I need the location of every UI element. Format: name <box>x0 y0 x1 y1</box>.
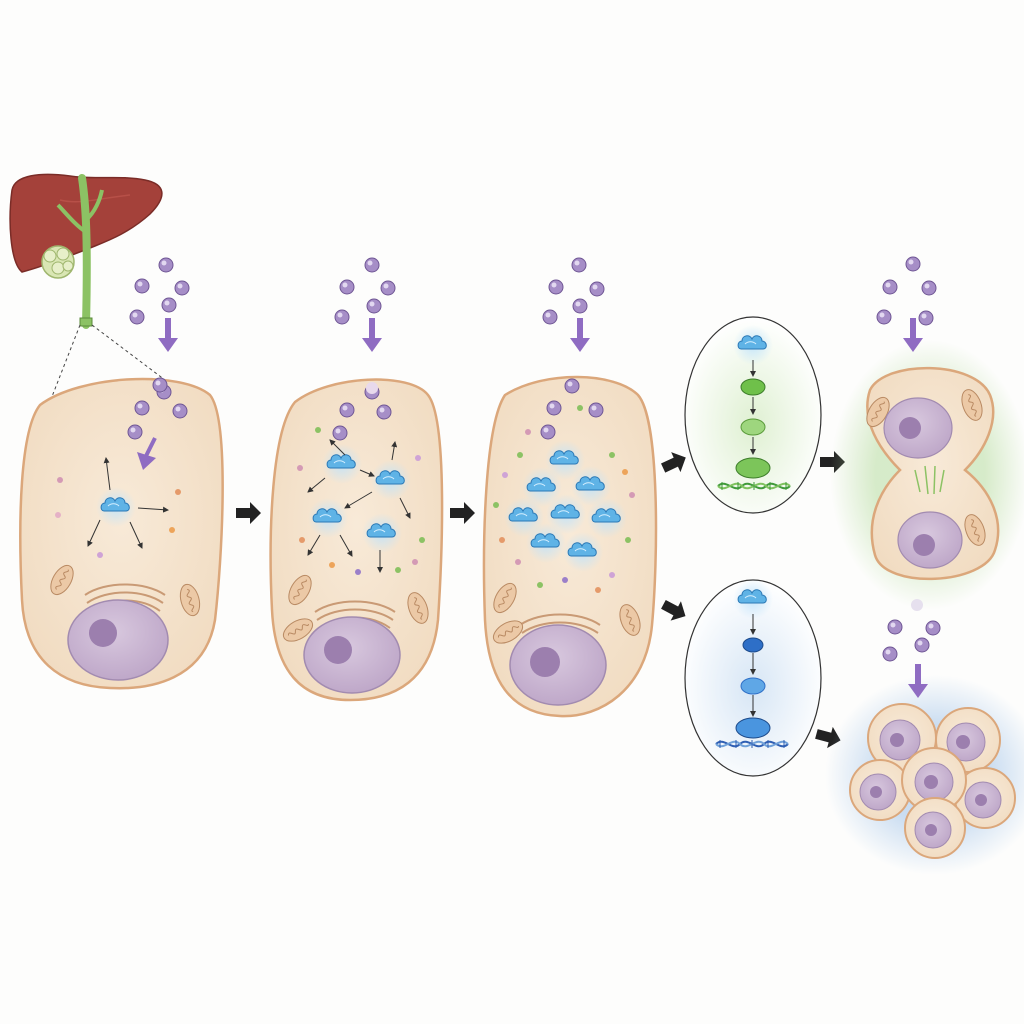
dna-helix-icon <box>717 482 791 490</box>
branch-arrow-lower <box>658 594 691 626</box>
dna-helix-icon <box>715 740 789 748</box>
cell-stage-3 <box>482 375 658 718</box>
ligand-molecule-icon <box>334 257 396 325</box>
cell-stage-1 <box>19 377 224 690</box>
cluster-cell <box>901 747 967 813</box>
ligand-molecule-icon <box>542 257 605 325</box>
cell-cluster <box>825 675 1024 875</box>
nucleus <box>303 616 401 694</box>
ligand-molecule-icon <box>129 257 190 325</box>
pathway-node <box>740 378 766 396</box>
nucleolus <box>899 417 921 439</box>
ligand-influx-arrow <box>158 318 178 352</box>
pathway-node <box>740 677 766 695</box>
signaling-complex-icon <box>732 578 774 620</box>
ligand-molecule-icon <box>882 599 941 662</box>
ligand-influx-arrow <box>362 318 382 352</box>
signaling-complex-icon <box>732 324 774 366</box>
nucleolus <box>89 619 117 647</box>
pathway-node <box>735 457 771 479</box>
nucleus <box>67 599 169 681</box>
signaling-complex-icon <box>95 486 137 528</box>
ligand-molecule-icon <box>876 256 937 326</box>
next-stage-arrow <box>236 502 261 524</box>
pathway-proliferation <box>684 316 822 514</box>
dividing-cell <box>830 340 1024 610</box>
pathway-node <box>742 637 764 653</box>
pathway-clonal-expansion <box>684 578 822 777</box>
next-stage-arrow <box>450 502 475 524</box>
pathway-node <box>740 418 766 436</box>
nucleolus <box>324 636 352 664</box>
cell-stage-2 <box>269 378 444 702</box>
cluster-cell <box>849 759 911 821</box>
branch-arrow-upper <box>658 447 691 479</box>
ligand-influx-arrow <box>570 318 590 352</box>
pathway-node <box>735 717 771 739</box>
liver-icon <box>9 173 166 441</box>
tumor-icon <box>41 245 75 279</box>
cluster-cell <box>904 797 966 859</box>
cluster-cell <box>954 767 1016 829</box>
nucleolus <box>913 534 935 556</box>
nucleolus <box>530 647 560 677</box>
